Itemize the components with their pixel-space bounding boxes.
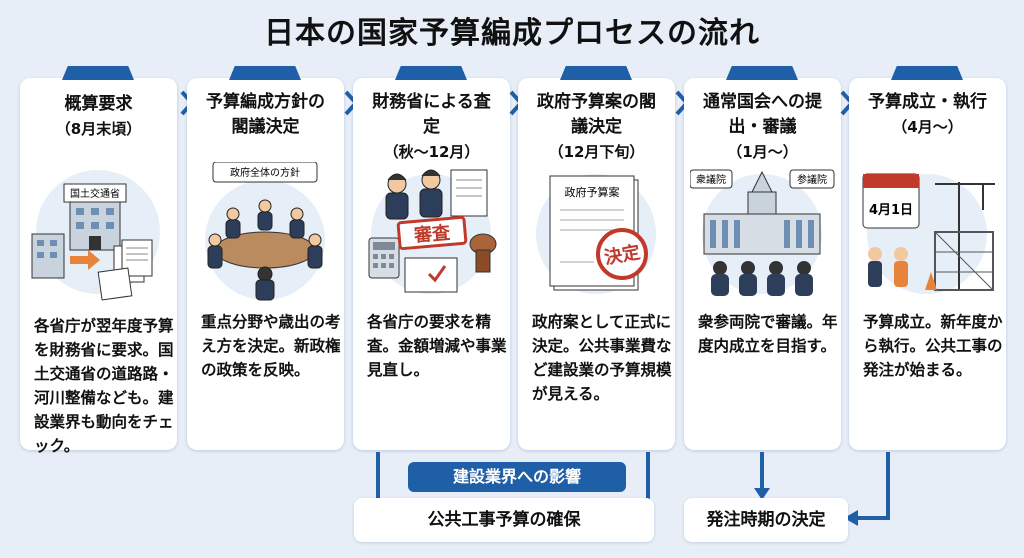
step-heading-2: 予算編成方針の閣議決定 — [206, 92, 325, 137]
card-tab — [229, 66, 301, 80]
step-description-4: 政府案として正式に決定。公共事業費など建設業の予算規模が見える。 — [532, 313, 672, 403]
step-card-6: 予算成立・執行 （4月〜） 4月1日 予算成立。新年度から執行。公共工事の発注が… — [849, 66, 1006, 450]
cabinet-meeting-illustration: 政府全体の方針 — [205, 162, 325, 301]
step-card-3: 財務省による査定 （秋〜12月） 審査 各省庁の要求を精査。金額増減や事業見直し… — [353, 66, 510, 450]
arrow-head — [754, 488, 770, 500]
step-card-1: 概算要求 （8月末頃） 国土交通省 各省庁が翌年度予算を財務省に要求。国土交通省… — [20, 66, 177, 455]
svg-text:政府全体の方針: 政府全体の方針 — [230, 166, 300, 179]
card-tab — [560, 66, 632, 80]
arrow-head — [844, 510, 858, 526]
step-heading-1: 概算要求 （8月末頃） — [55, 94, 142, 138]
step-description-6: 予算成立。新年度から執行。公共工事の発注が始まる。 — [863, 313, 1003, 379]
order-timing-box: 発注時期の決定 — [684, 498, 848, 542]
budget-draft-document-illustration: 政府予算案 決定 — [536, 174, 656, 294]
industry-impact-label: 建設業界への影響 — [408, 462, 626, 492]
budget-review-illustration: 審査 — [368, 169, 497, 294]
step-heading-4: 政府予算案の閣議決定 （12月下旬） — [537, 92, 656, 161]
svg-text:衆議院: 衆議院 — [696, 173, 726, 186]
step-description-3: 各省庁の要求を精査。金額増減や事業見直し。 — [367, 313, 507, 379]
step-heading-3: 財務省による査定 （秋〜12月） — [372, 92, 491, 161]
svg-text:4月1日: 4月1日 — [869, 203, 913, 218]
step-card-5: 通常国会への提出・審議 （1月〜） 衆議院 参議院 衆参両院で審議。年度内成立を… — [684, 66, 841, 450]
construction-site-illustration: 4月1日 — [862, 173, 995, 294]
svg-text:政府予算案: 政府予算案 — [565, 185, 620, 199]
step-heading-5: 通常国会への提出・審議 （1月〜） — [703, 92, 822, 161]
step-description-2: 重点分野や歳出の考え方を決定。新政権の政策を反映。 — [201, 313, 341, 379]
card-tab — [891, 66, 963, 80]
card-tab — [62, 66, 134, 80]
card-tab — [726, 66, 798, 80]
step-card-2: 予算編成方針の閣議決定 政府全体の方針 重点分野や歳出の考え方を決定。新政権の政… — [187, 66, 344, 450]
step-description-5: 衆参両院で審議。年度内成立を目指す。 — [698, 313, 838, 355]
step-card-4: 政府予算案の閣議決定 （12月下旬） 政府予算案 決定 政府案として正式に決定。… — [518, 66, 675, 450]
page-title: 日本の国家予算編成プロセスの流れ — [264, 16, 760, 51]
step-description-1: 各省庁が翌年度予算を財務省に要求。国土交通省の道路路・河川整備なども。建設業界も… — [34, 317, 174, 455]
public-works-budget-box: 公共工事予算の確保 — [354, 498, 654, 542]
diet-building-illustration: 衆議院 参議院 — [690, 169, 835, 296]
step-heading-6: 予算成立・執行 （4月〜） — [868, 92, 987, 136]
ministry-building-illustration: 国土交通省 — [31, 170, 160, 301]
svg-text:参議院: 参議院 — [797, 173, 827, 186]
svg-text:審査: 審査 — [412, 221, 451, 246]
card-tab — [395, 66, 467, 80]
svg-text:国土交通省: 国土交通省 — [70, 187, 120, 200]
